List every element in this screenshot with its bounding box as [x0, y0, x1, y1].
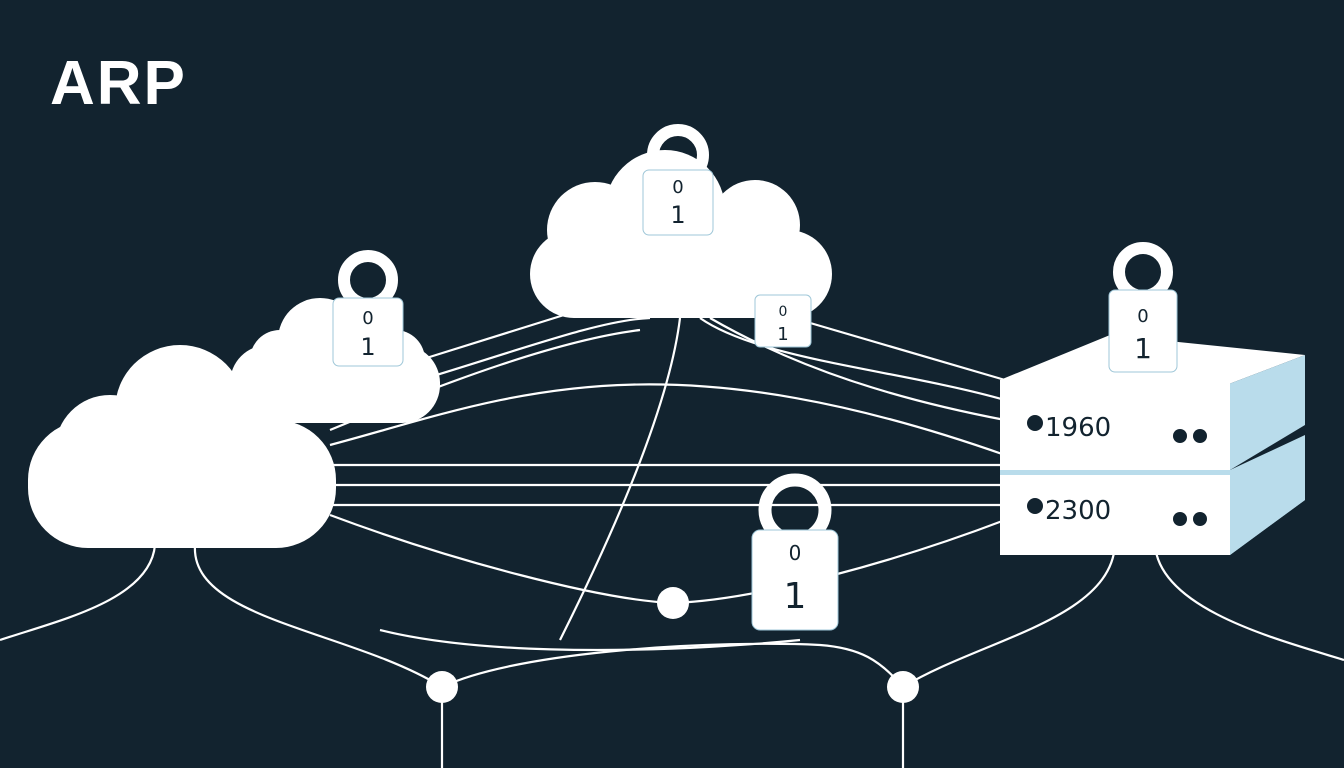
- node-dot: [426, 671, 458, 703]
- lock-bit-1: 1: [360, 333, 375, 361]
- lock-icon: 0 1: [754, 260, 812, 348]
- cloud-left: [28, 345, 336, 548]
- node-dot: [657, 587, 689, 619]
- diagram-title: ARP: [50, 49, 187, 118]
- lock-bit-0: 0: [789, 541, 802, 565]
- lock-icon: 0 1: [751, 473, 839, 631]
- node-dot: [887, 671, 919, 703]
- lock-bit-0: 0: [672, 177, 683, 198]
- lock-icon: 0 1: [332, 250, 404, 367]
- server-label-2: 2300: [1045, 496, 1111, 526]
- server-stack: 1960 2300: [1000, 335, 1305, 555]
- lock-bit-1: 1: [1134, 332, 1152, 365]
- connection-wires: [0, 308, 1344, 768]
- lock-bit-0: 0: [779, 304, 788, 320]
- server-label-1: 1960: [1045, 413, 1111, 443]
- lock-bit-1: 1: [777, 324, 788, 345]
- network-nodes: [426, 587, 919, 703]
- lock-icon: 0 1: [1108, 242, 1178, 373]
- lock-bit-0: 0: [1137, 306, 1148, 327]
- lock-icon: 0 1: [642, 124, 714, 236]
- lock-bit-0: 0: [362, 308, 373, 329]
- lock-bit-1: 1: [784, 576, 807, 617]
- lock-bit-1: 1: [670, 201, 685, 229]
